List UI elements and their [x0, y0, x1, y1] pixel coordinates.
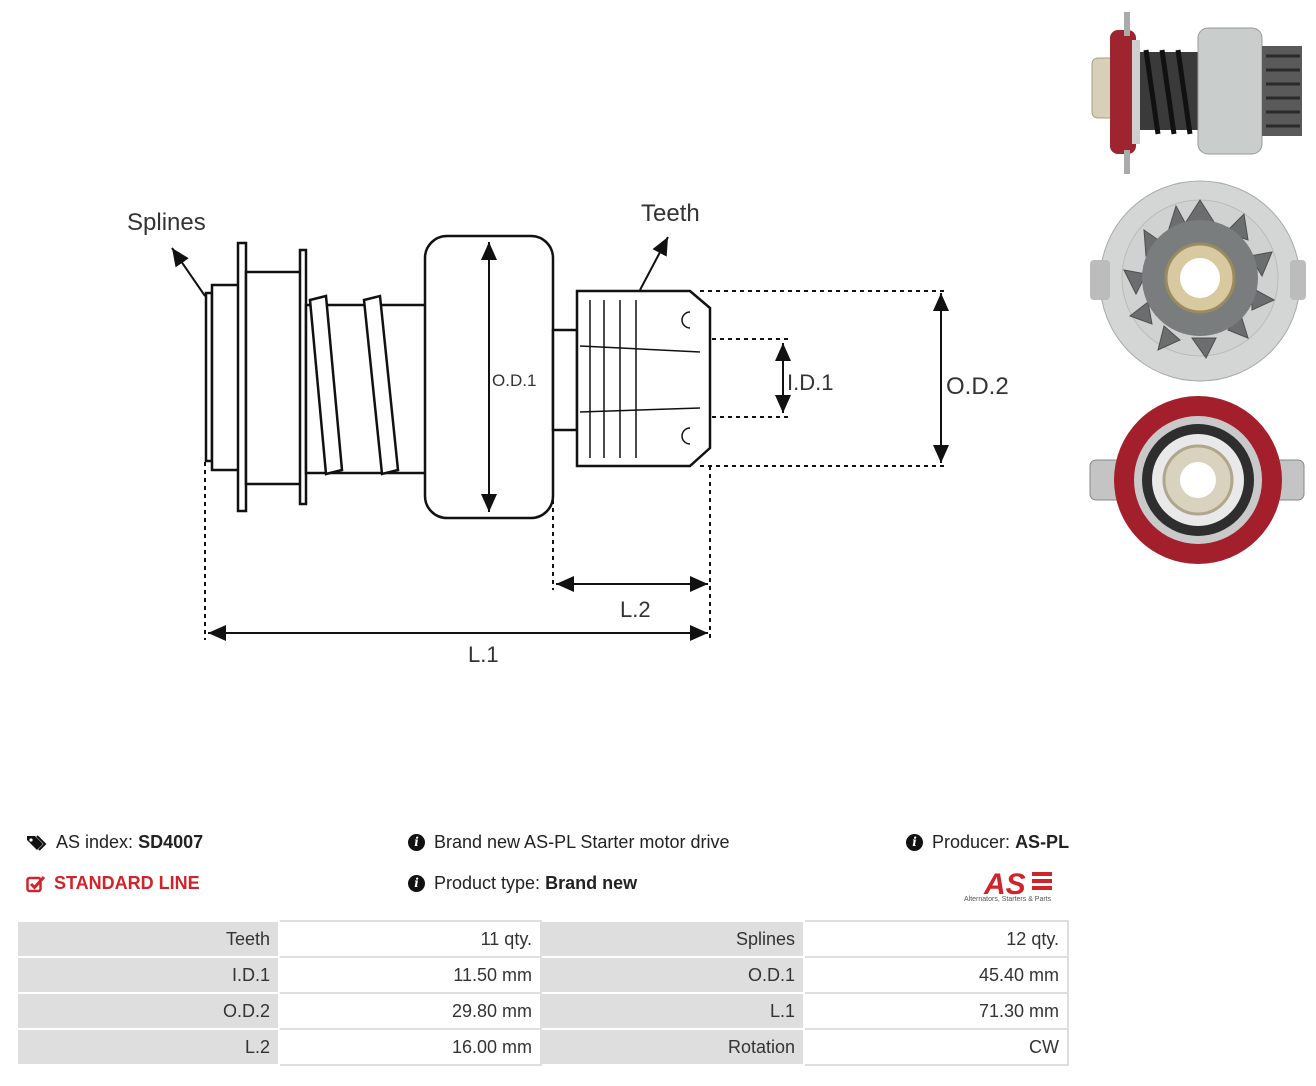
- teeth-label: Teeth: [641, 200, 700, 227]
- tags-icon: [27, 834, 47, 851]
- as-index-label: AS index:: [56, 832, 134, 852]
- spec-value: 45.40 mm: [803, 956, 1069, 994]
- info-icon: i: [408, 834, 425, 851]
- spring-coil: [308, 294, 344, 476]
- spec-key: O.D.2: [16, 992, 280, 1030]
- spec-value: 29.80 mm: [278, 992, 542, 1030]
- l2-label: L.2: [620, 597, 651, 622]
- spec-key: L.2: [16, 1028, 280, 1066]
- table-row: O.D.2 29.80 mm L.1 71.30 mm: [16, 992, 1069, 1030]
- id1-label: I.D.1: [787, 370, 833, 395]
- spec-value: 12 qty.: [803, 920, 1069, 958]
- info-icon: i: [906, 834, 923, 851]
- clutch-rear-view-photo: [1089, 396, 1305, 564]
- info-icon: i: [408, 875, 425, 892]
- spec-key: Rotation: [540, 1028, 805, 1066]
- logo-tagline: Alternators, Starters & Parts: [964, 896, 1052, 903]
- as-index-row: AS index: SD4007: [26, 832, 203, 853]
- spec-key: L.1: [540, 992, 805, 1030]
- spec-value: CW: [803, 1028, 1069, 1066]
- spec-value: 71.30 mm: [803, 992, 1069, 1030]
- pinion-front-view-photo: [1090, 180, 1306, 382]
- product-type-label: Product type:: [434, 873, 541, 893]
- splines-label: Splines: [127, 209, 206, 236]
- table-row: I.D.1 11.50 mm O.D.1 45.40 mm: [16, 956, 1069, 994]
- specs-table: Teeth 11 qty. Splines 12 qty. I.D.1 11.5…: [16, 920, 1069, 1066]
- description-row: i Brand new AS-PL Starter motor drive: [408, 832, 729, 853]
- product-type-value: Brand new: [545, 873, 638, 893]
- spring-coil: [362, 294, 400, 476]
- spec-value: 11 qty.: [278, 920, 542, 958]
- logo-text: AS: [983, 868, 1026, 901]
- od2-label: O.D.2: [946, 373, 1009, 400]
- product-type-row: i Product type: Brand new: [408, 873, 637, 894]
- line-row: STANDARD LINE: [26, 873, 200, 894]
- standard-line-label: STANDARD LINE: [54, 873, 200, 893]
- producer-value: AS-PL: [1015, 832, 1070, 852]
- producer-label: Producer:: [932, 832, 1011, 852]
- check-square-icon: [26, 875, 46, 892]
- technical-drawing: Splines Teeth O.D.1 I.D.1 O.D.2 L.2 L.1: [127, 200, 1009, 667]
- spec-value: 16.00 mm: [278, 1028, 542, 1066]
- as-index-value: SD4007: [138, 832, 204, 852]
- spec-key: Teeth: [16, 920, 280, 958]
- od1-label: O.D.1: [492, 371, 536, 390]
- l1-label: L.1: [468, 642, 499, 667]
- spec-key: Splines: [540, 920, 805, 958]
- drive-side-view-photo: [1091, 12, 1302, 174]
- table-row: Teeth 11 qty. Splines 12 qty.: [16, 920, 1069, 958]
- producer-row: i Producer: AS-PL: [906, 832, 1069, 853]
- pinion-gear: [575, 289, 712, 468]
- spec-key: O.D.1: [540, 956, 805, 994]
- as-pl-logo: AS: [983, 868, 1052, 901]
- table-row: L.2 16.00 mm Rotation CW: [16, 1028, 1069, 1066]
- spec-key: I.D.1: [16, 956, 280, 994]
- spec-value: 11.50 mm: [278, 956, 542, 994]
- description-text: Brand new AS-PL Starter motor drive: [434, 832, 730, 852]
